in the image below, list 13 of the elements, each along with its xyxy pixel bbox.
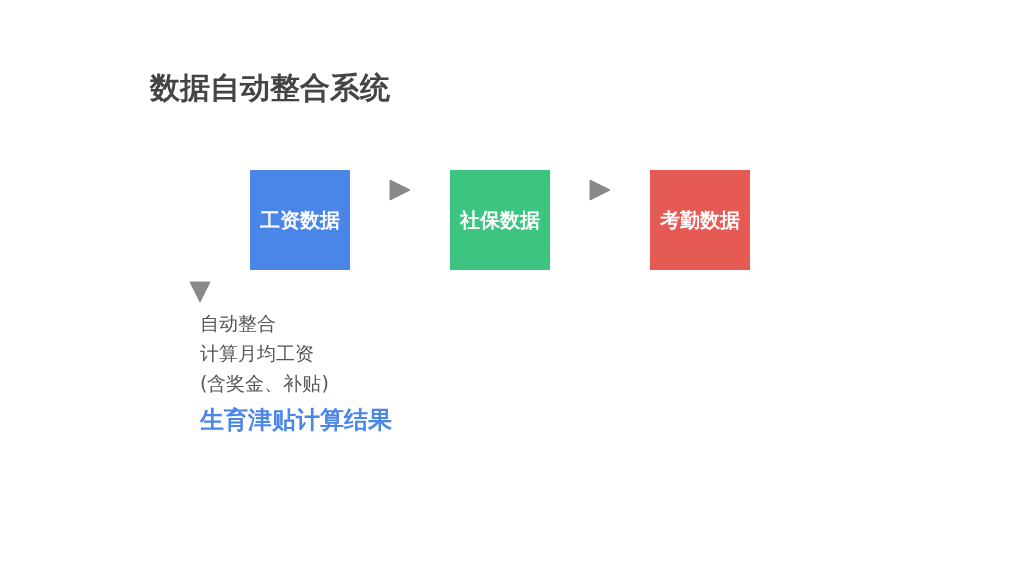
process-box — [450, 170, 550, 270]
process-box — [650, 170, 750, 270]
arrow — [389, 179, 411, 201]
step-text: 计算月均工资 — [200, 341, 315, 366]
box-label: 工资数据 — [260, 206, 340, 234]
arrow — [589, 179, 611, 201]
title: 数据自动整合系统 — [150, 69, 390, 107]
process-box — [250, 170, 350, 270]
box-label: 社保数据 — [460, 206, 540, 234]
step-text: (含奖金、补贴) — [200, 371, 330, 396]
step-text: 自动整合 — [200, 311, 277, 336]
box-label: 考勤数据 — [660, 206, 740, 234]
result-text: 生育津贴计算结果 — [200, 405, 392, 436]
